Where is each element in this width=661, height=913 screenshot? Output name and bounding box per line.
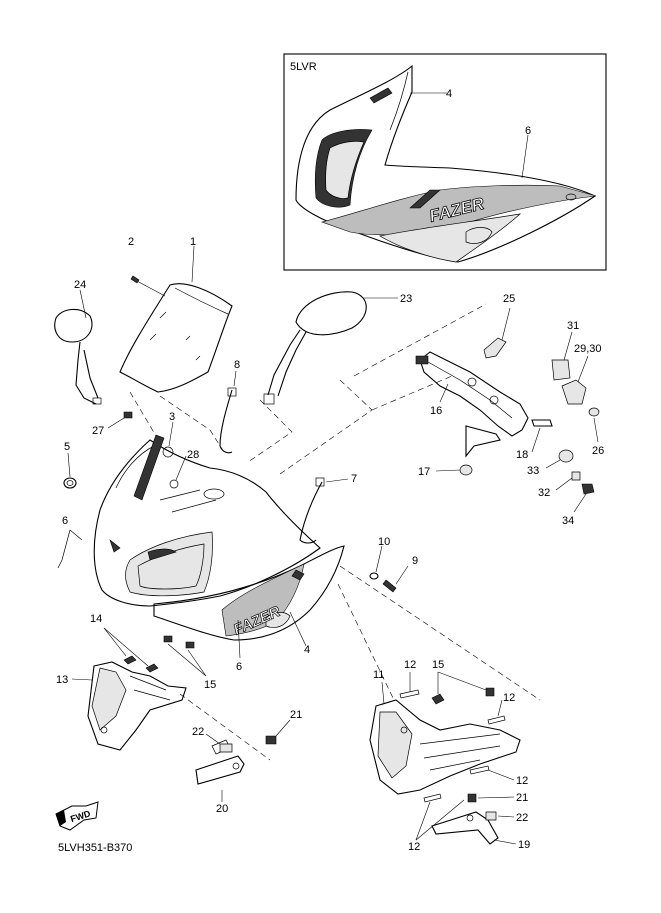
callout-28: 28: [187, 449, 199, 461]
callout-26: 26: [592, 445, 604, 457]
under-cover-13: [87, 655, 187, 751]
callout-15-right: 15: [432, 659, 444, 671]
callout-19: 19: [518, 839, 530, 851]
callout-14: 14: [90, 613, 102, 625]
callout-2: 2: [128, 236, 134, 248]
callout-12-mid: 12: [516, 775, 528, 787]
callout-22-left: 22: [192, 726, 204, 738]
callout-21-left: 21: [290, 709, 302, 721]
bolt-15-right-a: [431, 693, 445, 705]
pipe-8: [219, 389, 233, 454]
callout-27: 27: [92, 425, 104, 437]
nut-22-left: [219, 743, 233, 753]
callout-15-left: 15: [204, 679, 216, 691]
washer-10: [369, 572, 379, 580]
callout-18: 18: [516, 449, 528, 461]
callout-6-inset: 6: [525, 125, 531, 137]
pipe-7: [299, 481, 323, 544]
callout-11: 11: [373, 669, 384, 681]
diagram-code: 5LVH351-B370: [58, 842, 132, 854]
bolt-15-right-b: [485, 687, 495, 697]
bolt-15-left-b: [185, 641, 195, 649]
grommet-3: [162, 446, 174, 458]
bracket-19: [431, 811, 499, 845]
strip-12-a: [399, 689, 420, 699]
callout-16: 16: [430, 405, 442, 417]
callout-4-inset: 4: [446, 88, 452, 100]
collar-32: [571, 471, 581, 481]
main-cowling: [93, 434, 321, 607]
grommet-33: [558, 449, 574, 463]
callout-22-right: 22: [516, 812, 528, 824]
strip-12-c: [469, 765, 490, 775]
mirror-right: [263, 291, 367, 405]
screw-27: [123, 411, 133, 419]
bolt-15-left-a: [163, 635, 173, 643]
under-cover-11: [369, 699, 521, 795]
bolt-21-left: [265, 735, 277, 745]
screw-2: [130, 275, 140, 284]
callout-12-bottom: 12: [408, 841, 420, 853]
callout-7: 7: [351, 473, 357, 485]
callout-17: 17: [418, 466, 430, 478]
bracket-29-30: [561, 379, 587, 405]
nut-26: [588, 407, 600, 417]
inset-5lvr: 5LVR FAZER 4 6: [283, 53, 607, 271]
reference-lines: [129, 303, 541, 761]
damper-5: [63, 477, 77, 489]
cap-25: [483, 337, 507, 359]
bolt-18: [531, 419, 553, 427]
strip-12-b: [487, 715, 506, 725]
nut-17: [459, 464, 473, 476]
callout-8: 8: [234, 359, 240, 371]
mirror-left: [54, 308, 102, 405]
strip-12-d: [423, 793, 442, 803]
callout-29-30: 29,30: [574, 343, 602, 355]
fwd-arrow-icon: FWD: [55, 801, 99, 831]
callout-31: 31: [567, 320, 579, 332]
screw-9: [382, 579, 397, 593]
stay-bracket-16: [415, 351, 529, 458]
callout-25: 25: [503, 293, 515, 305]
callout-23: 23: [400, 293, 412, 305]
callout-4-bottom: 4: [304, 644, 310, 656]
bracket-31: [551, 359, 571, 381]
windscreen: [119, 245, 233, 393]
callout-24: 24: [74, 279, 86, 291]
nut-28: [169, 479, 179, 489]
callout-34: 34: [562, 515, 574, 527]
callout-6-left: 6: [62, 515, 68, 527]
inset-cowling: FAZER: [295, 64, 597, 263]
callout-12-right: 12: [503, 692, 515, 704]
inset-label: 5LVR: [290, 61, 317, 73]
callout-5: 5: [64, 441, 70, 453]
callout-21-right: 21: [516, 792, 528, 804]
callout-3: 3: [169, 411, 175, 423]
callout-32: 32: [538, 487, 550, 499]
callout-12-top: 12: [404, 659, 416, 671]
bolt-21-right: [467, 793, 477, 803]
callout-9: 9: [412, 555, 418, 567]
inset-frame: [283, 53, 607, 271]
callout-10: 10: [378, 536, 390, 548]
callout-13: 13: [56, 674, 68, 686]
nut-22-right: [485, 811, 497, 821]
callout-33: 33: [527, 465, 539, 477]
callout-6-bottom: 6: [236, 661, 242, 673]
callout-20: 20: [216, 803, 228, 815]
bolt-34: [581, 483, 595, 495]
callout-1: 1: [190, 236, 196, 248]
